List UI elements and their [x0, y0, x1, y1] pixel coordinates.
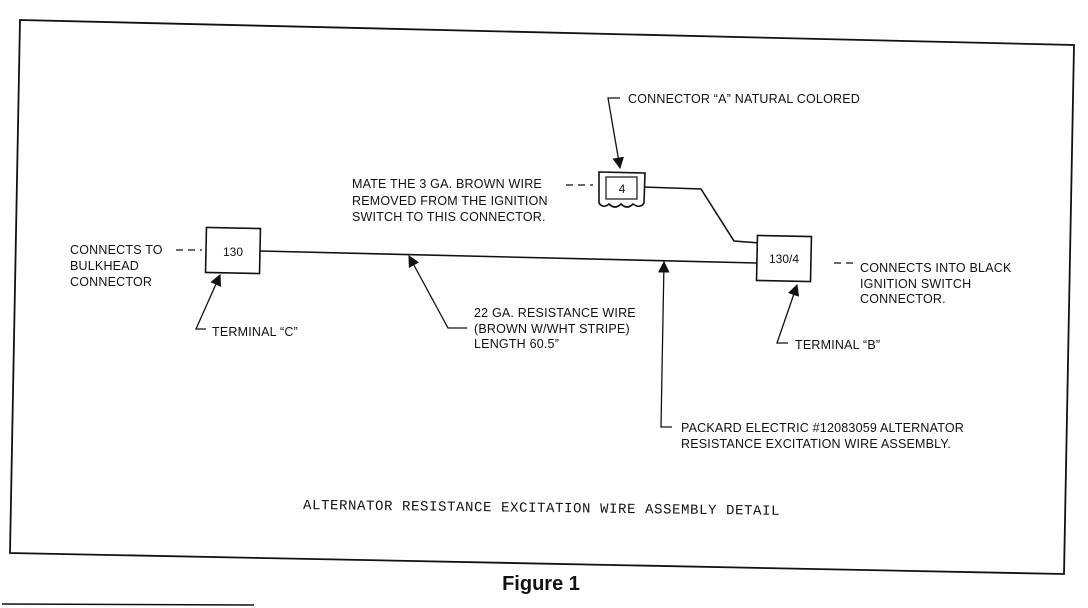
terminal-b-leader: [776, 283, 800, 344]
connector-a-label: 4: [619, 182, 626, 196]
connector-b: 130/4: [755, 234, 813, 283]
packard-text: PACKARD ELECTRIC #12083059 ALTERNATOR RE…: [681, 421, 968, 451]
terminal-b-text: TERMINAL “B”: [795, 338, 880, 352]
bulkhead-line-2: BULKHEAD: [70, 259, 139, 273]
ignition-switch-line-3: CONNECTOR.: [860, 292, 946, 306]
footnote-rule: [1, 603, 255, 606]
resistance-wire: [259, 250, 758, 264]
resistance-wire-line-3: LENGTH 60.5”: [474, 337, 559, 351]
resistance-wire-leader: [408, 254, 467, 329]
connector-a-leader: [607, 97, 624, 170]
diagram-caption: ALTERNATOR RESISTANCE EXCITATION WIRE AS…: [303, 498, 780, 520]
resistance-wire-line-2: (BROWN W/WHT STRIPE): [474, 322, 630, 336]
ignition-switch-line-2: IGNITION SWITCH: [860, 277, 971, 291]
resistance-wire-line-1: 22 GA. RESISTANCE WIRE: [474, 306, 636, 320]
packard-line-1: PACKARD ELECTRIC #12083059 ALTERNATOR: [681, 421, 964, 435]
packard-line-2: RESISTANCE EXCITATION WIRE ASSEMBLY.: [681, 437, 951, 451]
mate-wire-line-1: MATE THE 3 GA. BROWN WIRE: [352, 177, 542, 191]
mate-wire-text: MATE THE 3 GA. BROWN WIRE REMOVED FROM T…: [352, 177, 551, 224]
terminal-b-line-1: TERMINAL “B”: [795, 338, 880, 352]
connector-c: 130: [204, 226, 262, 275]
connector-a: 4: [598, 171, 646, 208]
connector-c-label: 130: [223, 245, 243, 259]
packard-leader: [657, 260, 672, 428]
mate-wire-line-2: REMOVED FROM THE IGNITION: [352, 194, 548, 208]
bulkhead-line-3: CONNECTOR: [70, 275, 152, 289]
connector-a-text: CONNECTOR “A” NATURAL COLORED: [628, 92, 860, 106]
terminal-c-text: TERMINAL “C”: [212, 325, 298, 339]
ignition-switch-text: CONNECTS INTO BLACK IGNITION SWITCH CONN…: [860, 261, 1015, 306]
diagram-frame: [9, 19, 1075, 575]
connector-a-line-1: CONNECTOR “A” NATURAL COLORED: [628, 92, 860, 106]
branch-wire: [642, 186, 761, 244]
terminal-c-leader: [194, 273, 222, 330]
bulkhead-text: CONNECTS TO BULKHEAD CONNECTOR: [70, 243, 166, 289]
ignition-switch-line-1: CONNECTS INTO BLACK: [860, 261, 1012, 275]
bulkhead-line-1: CONNECTS TO: [70, 243, 163, 257]
mate-wire-line-3: SWITCH TO THIS CONNECTOR.: [352, 210, 546, 224]
resistance-wire-text: 22 GA. RESISTANCE WIRE (BROWN W/WHT STRI…: [474, 306, 640, 351]
connector-b-label: 130/4: [769, 252, 799, 266]
figure-title: Figure 1: [502, 573, 580, 595]
terminal-c-line-1: TERMINAL “C”: [212, 325, 298, 339]
